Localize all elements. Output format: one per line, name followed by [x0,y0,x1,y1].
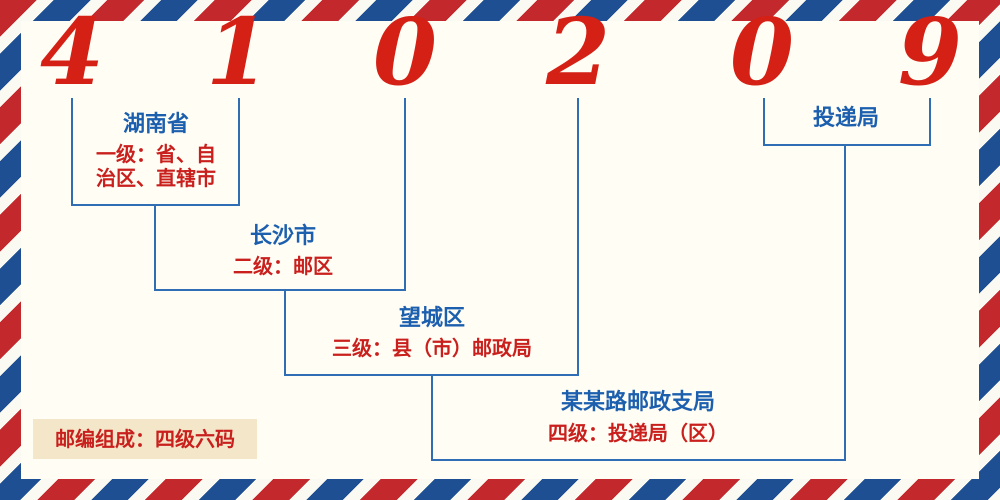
province-name: 湖南省 [122,112,189,137]
envelope-paper [21,21,979,479]
connector-line-branch-right [844,144,846,461]
connector-line-branch-bottom [431,459,846,461]
connector-line-delivery-right [929,98,931,146]
postal-digit-4: 2 [545,0,610,106]
connector-line-branch-left [431,374,433,460]
postal-code-composition-note: 邮编组成：四级六码 [33,419,257,459]
connector-line-county-left [284,289,286,375]
branch-desc: 四级：投递局（区） [548,421,728,445]
connector-line-zone-left [154,204,156,290]
connector-line-county-right [577,98,579,375]
zone-desc: 二级：邮区 [233,254,333,278]
postal-digit-5: 0 [729,0,794,106]
county-name: 望城区 [398,306,465,331]
province-desc-line1: 一级：省、自 [96,142,216,166]
connector-line-delivery-left [763,98,765,146]
postal-digit-2: 1 [205,0,270,106]
postal-digit-6: 9 [897,0,962,106]
connector-line-province-left [71,98,73,205]
postal-digit-3: 0 [372,0,437,106]
connector-line-province-right [238,98,240,205]
connector-line-zone-bottom [154,289,406,291]
delivery-office-name: 投递局 [812,106,879,131]
county-desc: 三级：县（市）邮政局 [332,336,532,360]
postal-digit-1: 4 [39,0,104,106]
connector-line-zone-right [404,98,406,290]
province-desc-line2: 治区、直辖市 [96,166,216,190]
zone-name: 长沙市 [249,224,316,249]
connector-line-delivery-bottom [763,144,931,146]
branch-name: 某某路邮政支局 [560,390,715,415]
